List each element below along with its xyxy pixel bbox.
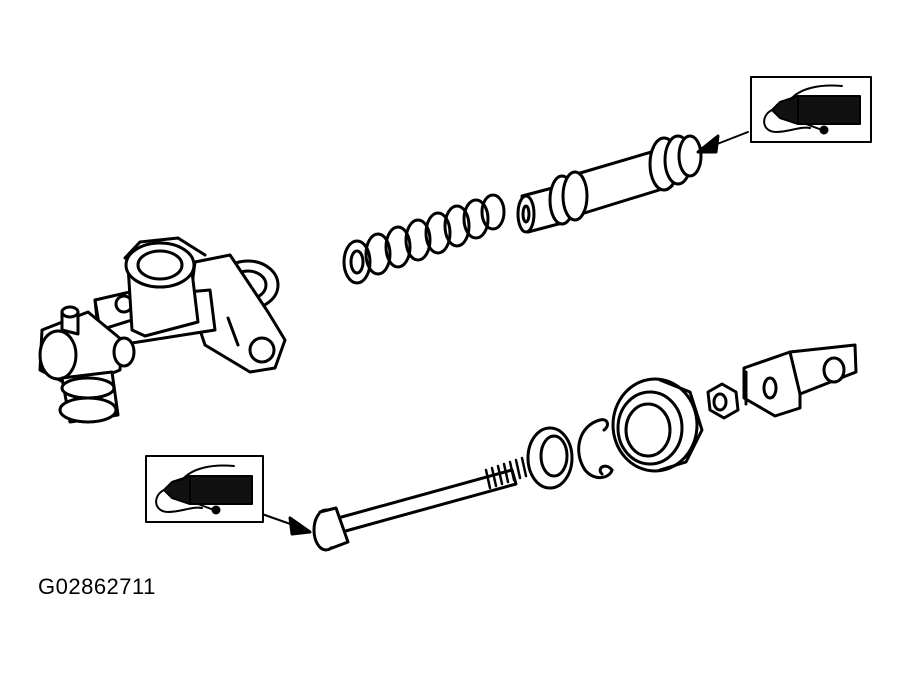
washer: [526, 426, 574, 490]
pushrod: [312, 456, 528, 552]
dust-boot: [611, 377, 704, 473]
arrow-to-pushrod: [261, 513, 312, 536]
snap-ring: [577, 418, 614, 479]
return-spring: [342, 193, 506, 285]
grease-tube-callout-top: [750, 76, 872, 143]
grease-tube-callout-bottom: [145, 455, 264, 523]
lock-nut: [706, 382, 740, 420]
grease-tube-icon: [155, 464, 253, 515]
clevis: [742, 343, 858, 418]
pushrod-threads: [484, 456, 528, 490]
grease-tube-icon: [763, 84, 861, 135]
arrow-to-piston: [696, 131, 749, 154]
figure-id-label: G02862711: [38, 574, 156, 599]
primary-piston: [516, 134, 703, 234]
master-cylinder-body: [38, 236, 287, 424]
